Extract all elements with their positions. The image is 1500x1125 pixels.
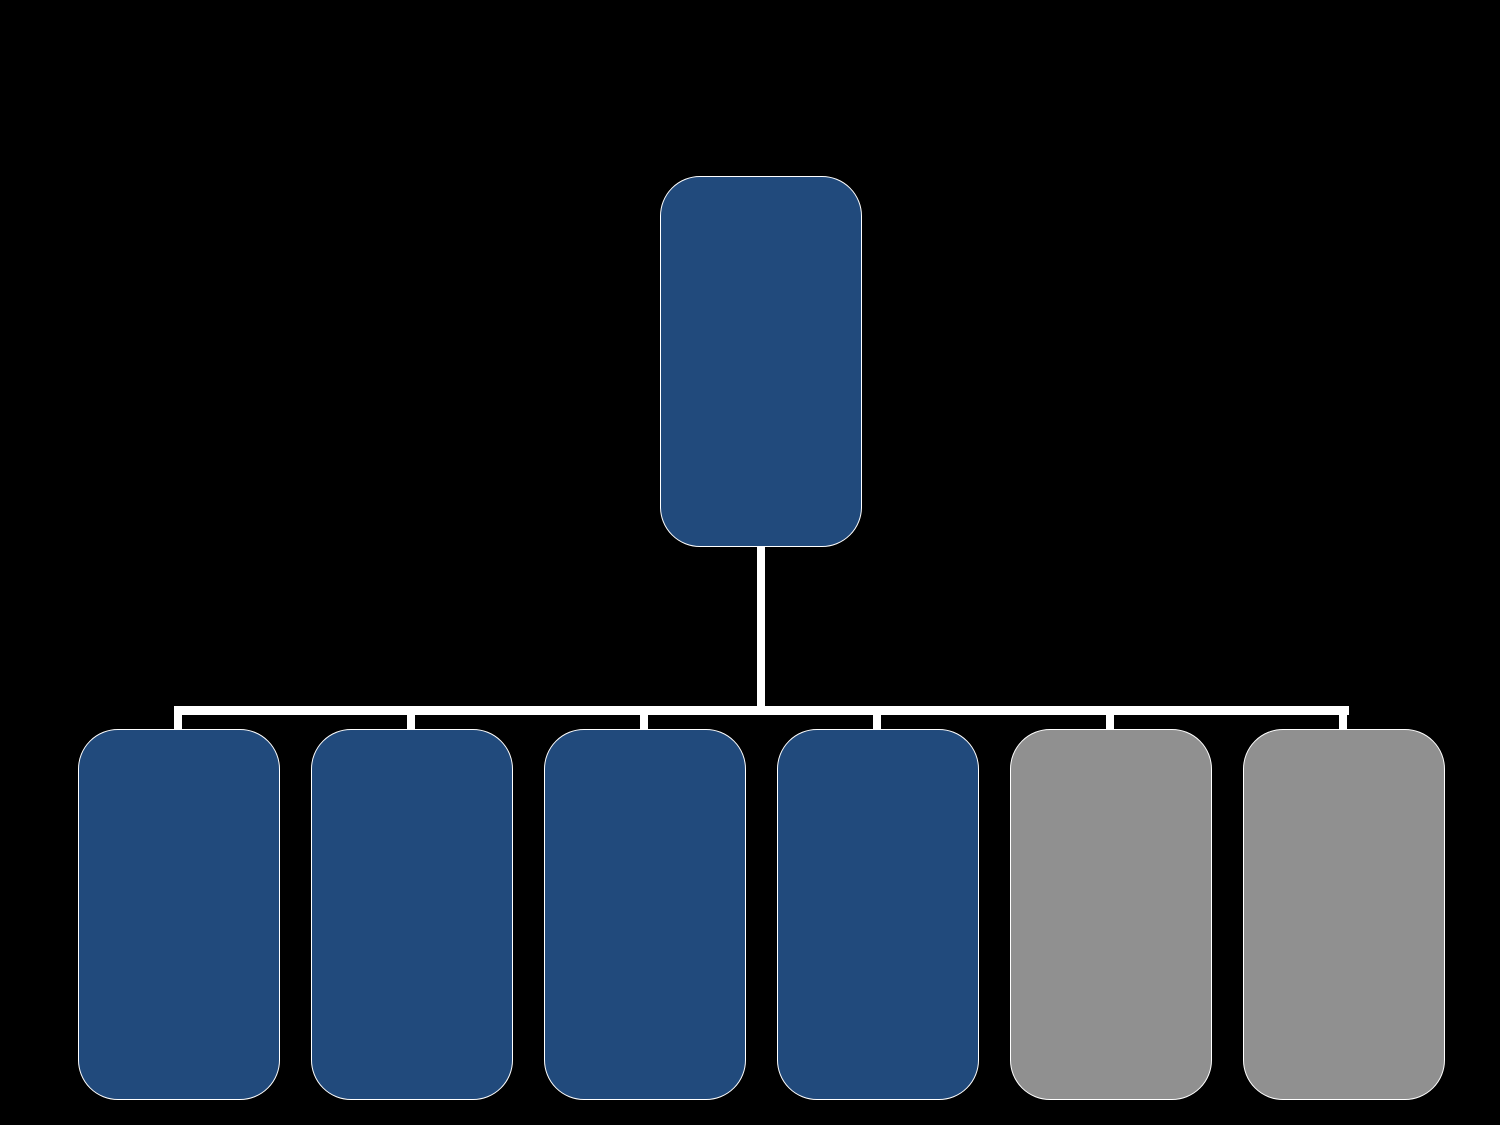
child-drop-connector xyxy=(1106,706,1114,731)
child-drop-connector xyxy=(174,706,182,731)
child-node-6[interactable] xyxy=(1243,729,1445,1100)
root-stem-connector xyxy=(757,546,765,714)
child-drop-connector xyxy=(1339,706,1347,731)
child-node-3[interactable] xyxy=(544,729,746,1100)
child-node-4[interactable] xyxy=(777,729,979,1100)
child-drop-connector xyxy=(873,706,881,731)
horizontal-bus-connector xyxy=(174,706,1349,715)
child-node-5[interactable] xyxy=(1010,729,1212,1100)
root-node[interactable] xyxy=(660,176,862,547)
child-node-1[interactable] xyxy=(78,729,280,1100)
child-drop-connector xyxy=(640,706,648,731)
child-drop-connector xyxy=(407,706,415,731)
child-node-2[interactable] xyxy=(311,729,513,1100)
